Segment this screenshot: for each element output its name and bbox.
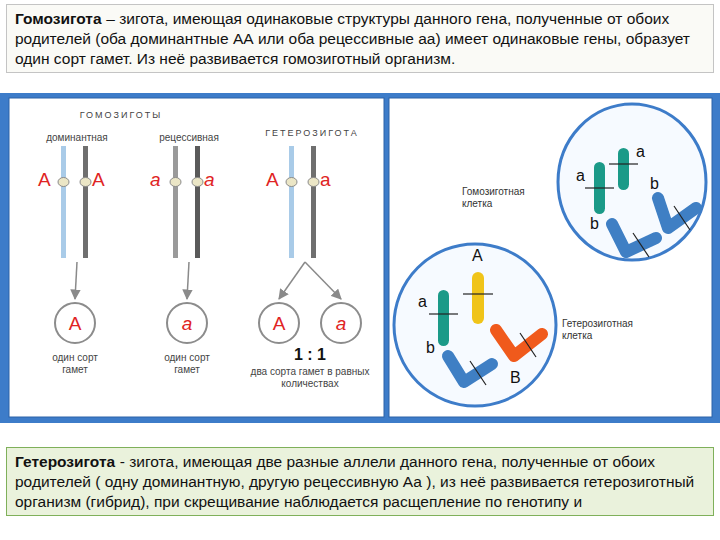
- cell-caption: Гомозиготная клетка: [462, 186, 552, 210]
- cell-caption: Гетерозиготная клетка: [562, 318, 654, 342]
- gene-mark: [633, 233, 649, 257]
- caption-label: рецессивная: [144, 132, 234, 144]
- gamete-circle: A: [258, 302, 300, 344]
- gene-mark: [585, 187, 614, 188]
- chromosome: [438, 290, 449, 346]
- gene-mark: [429, 313, 458, 314]
- gene-mark: [470, 361, 486, 385]
- gene-mark: [463, 293, 493, 294]
- chromosome-pair: AA: [34, 146, 120, 258]
- gene-mark: [520, 333, 536, 357]
- chromosome: [472, 272, 484, 324]
- allele-letter: a: [182, 314, 193, 333]
- allele-letter: a: [204, 170, 215, 189]
- allele-letter: a: [576, 168, 585, 184]
- gamete-circle: a: [320, 302, 362, 344]
- arrow-connector: [279, 262, 305, 299]
- chromosome-bar: [83, 146, 88, 258]
- cell-circle: AabBГетерозиготная клетка: [392, 242, 558, 408]
- term-heading: Гетерозигота: [15, 453, 115, 470]
- caption-label: ГЕТЕРОЗИГОТА: [244, 128, 380, 139]
- chromosome: [448, 356, 492, 382]
- chromosome: [612, 224, 656, 252]
- caption-label: два сорта гамет в равных количествах: [250, 366, 370, 390]
- ratio-label: 1 : 1: [281, 345, 339, 364]
- allele-letter: a: [150, 170, 161, 189]
- chromosome: [496, 330, 542, 356]
- allele-letter: a: [336, 314, 347, 333]
- shape-drawing: [392, 242, 558, 408]
- cell-outline: [394, 244, 556, 406]
- gene-locus: [170, 178, 181, 187]
- shape-drawing: [262, 146, 348, 258]
- gamete-circle: a: [166, 302, 208, 344]
- definition-box: Гетерозигота- зигота, имеющая две разные…: [6, 447, 714, 516]
- allele-letter: B: [510, 370, 521, 386]
- definition-text: - зигота, имеющая две разные аллели данн…: [15, 453, 694, 510]
- chromosome: [658, 198, 696, 228]
- allele-letter: a: [320, 170, 331, 189]
- allele-letter: A: [266, 170, 279, 189]
- gene-locus: [80, 178, 91, 187]
- right-panel: [389, 98, 712, 417]
- caption-label: ГОМОЗИГОТЫ: [56, 110, 186, 121]
- chromosome-bar: [173, 146, 178, 258]
- shape-drawing: [146, 146, 232, 258]
- allele-letter: a: [418, 294, 427, 310]
- chromosome: [618, 148, 629, 190]
- gene-locus: [58, 178, 69, 187]
- gamete-circle: A: [54, 302, 96, 344]
- allele-letter: A: [69, 314, 82, 333]
- arrow-connector: [187, 262, 189, 299]
- shape-drawing: [34, 146, 120, 258]
- caption-label: один сорт гамет: [155, 352, 219, 376]
- arrow-connector: [75, 262, 77, 299]
- arrow-connector: [305, 262, 341, 299]
- definition-box: Гомозигота– зигота, имеющая одинаковые с…: [6, 4, 714, 73]
- cell-outline: [558, 104, 706, 260]
- definition-text: – зигота, имеющая одинаковые структуры д…: [15, 10, 690, 67]
- chromosome-bar: [61, 146, 66, 258]
- allele-letter: A: [38, 170, 51, 189]
- left-panel: [9, 98, 384, 417]
- chromosome-pair: aa: [146, 146, 232, 258]
- allele-letter: A: [92, 170, 105, 189]
- term-heading: Гомозигота: [15, 10, 102, 27]
- chromosome-bar: [289, 146, 294, 258]
- allele-letter: A: [472, 248, 483, 264]
- chromosome-bar: [195, 146, 200, 258]
- cell-circle: Гомозиготная клеткаaabb: [556, 102, 708, 262]
- caption-label: доминантная: [32, 132, 122, 144]
- allele-letter: b: [426, 340, 435, 356]
- gene-locus: [286, 178, 297, 187]
- blue-band: [0, 93, 720, 423]
- allele-letter: a: [636, 144, 645, 160]
- allele-letter: A: [273, 314, 286, 333]
- gene-mark: [609, 163, 638, 164]
- allele-letter: b: [590, 216, 599, 232]
- gene-mark: [674, 206, 690, 230]
- allele-letter: b: [650, 176, 659, 192]
- chromosome-pair: Aa: [262, 146, 348, 258]
- gene-locus: [308, 178, 319, 187]
- gene-locus: [192, 178, 203, 187]
- caption-label: один сорт гамет: [43, 352, 107, 376]
- chromosome-bar: [311, 146, 316, 258]
